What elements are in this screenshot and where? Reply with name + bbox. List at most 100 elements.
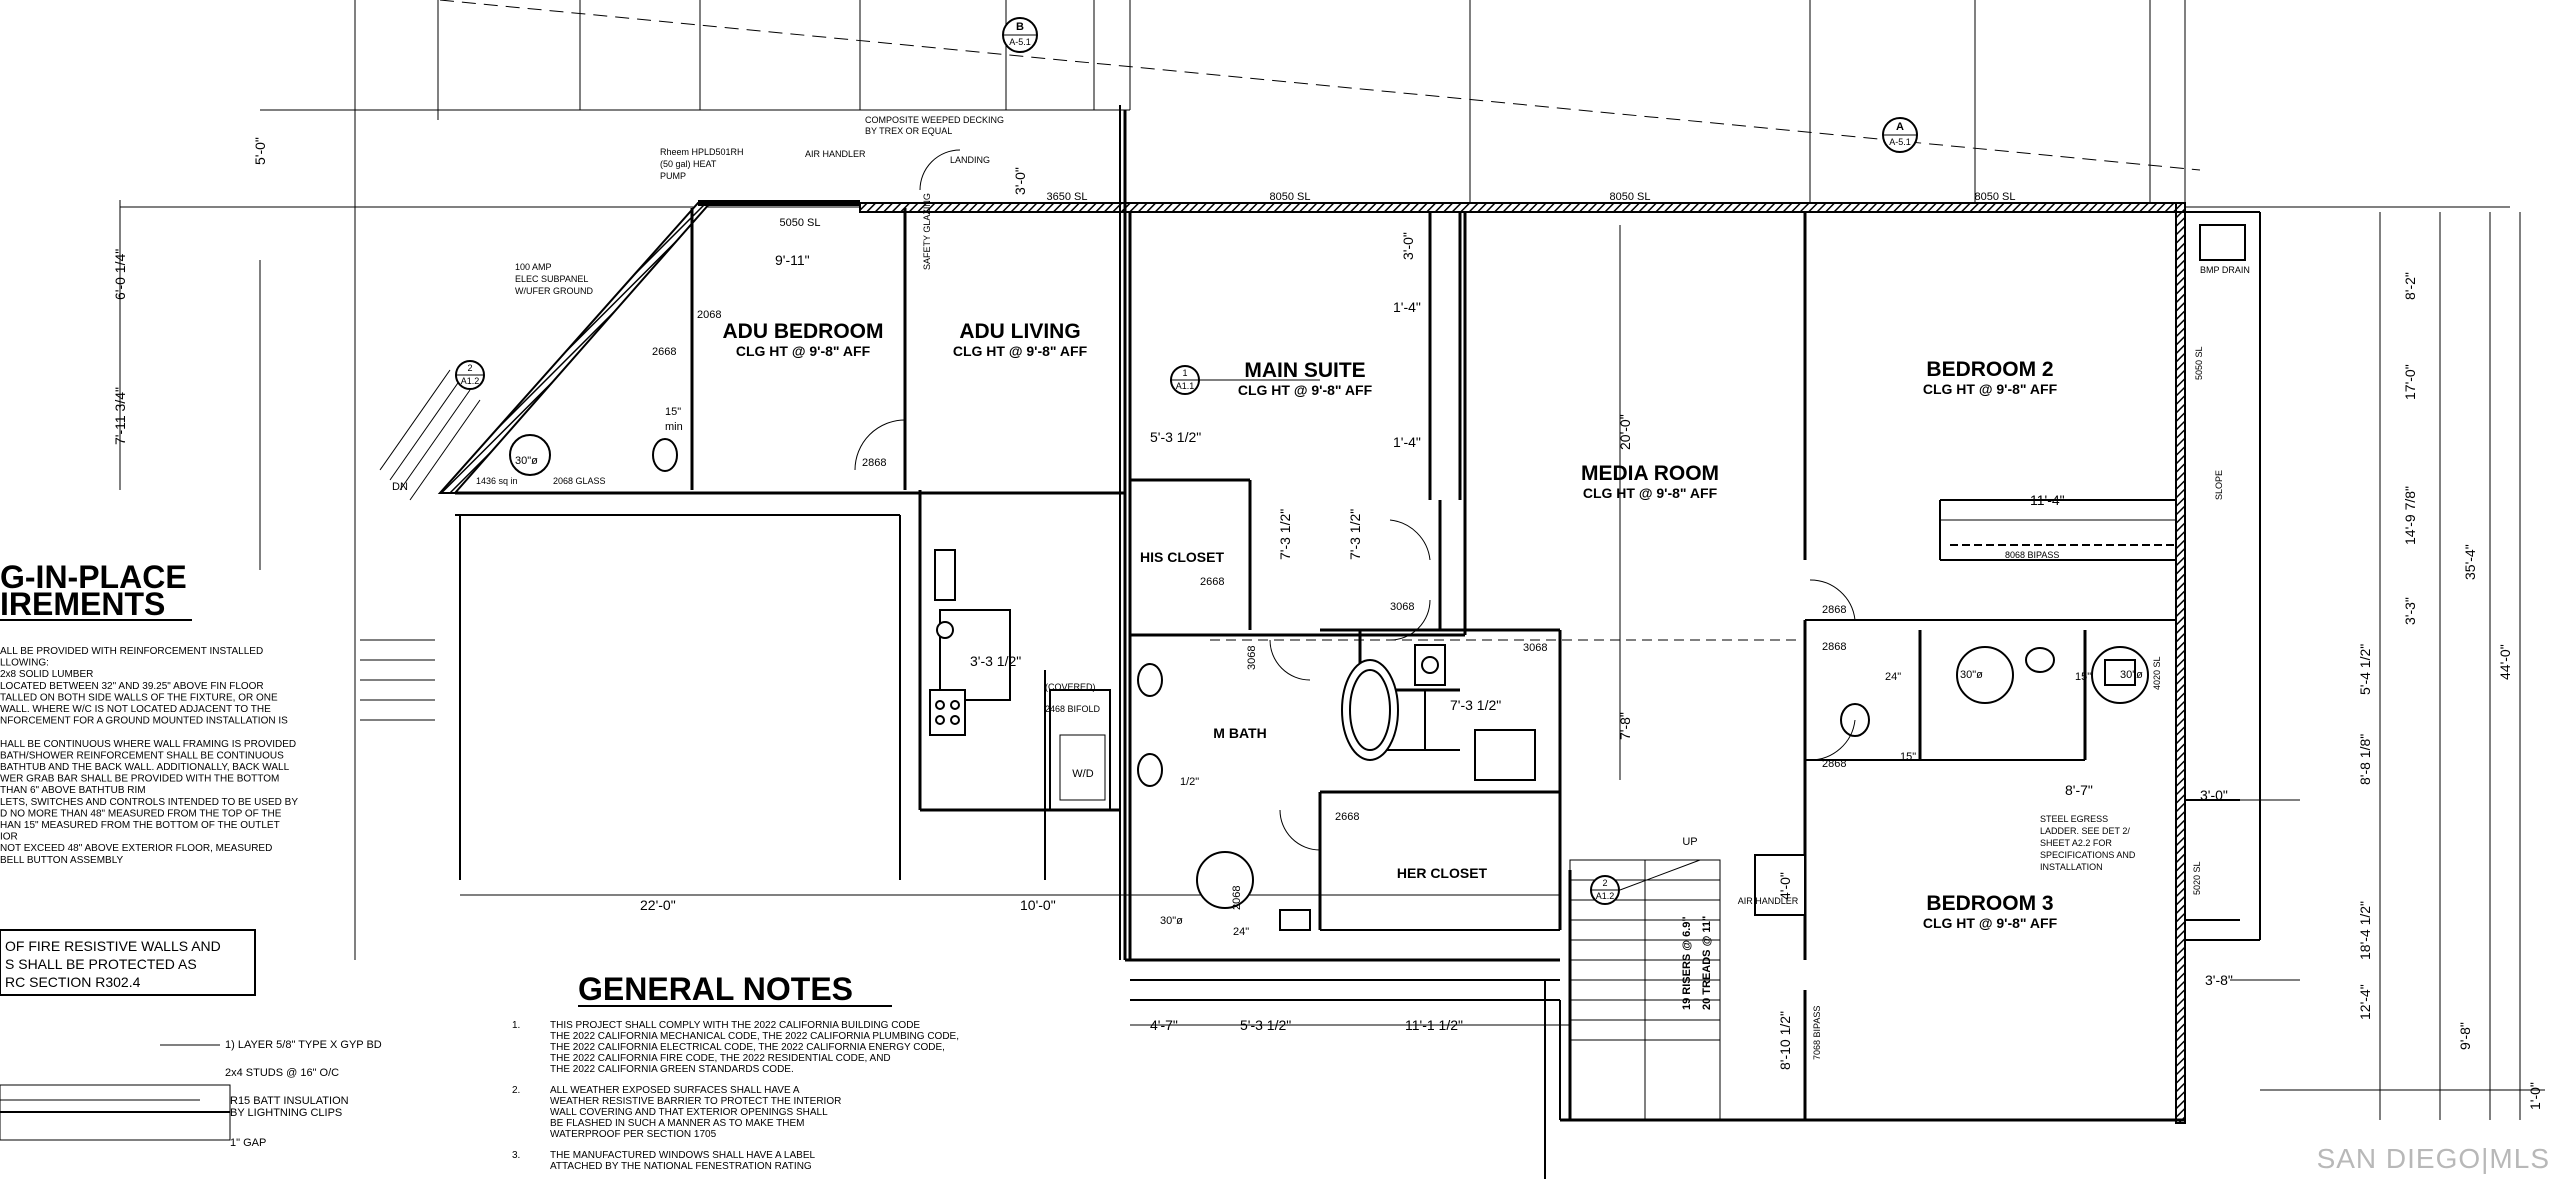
svg-text:A1.2: A1.2 xyxy=(1596,891,1615,901)
svg-text:A1.2: A1.2 xyxy=(461,376,480,386)
svg-text:8050 SL: 8050 SL xyxy=(1975,191,2016,203)
her-closet-label: HER CLOSET xyxy=(1397,865,1488,881)
room-adu-living: ADU LIVING xyxy=(959,320,1080,343)
svg-text:R15 BATT INSULATION: R15 BATT INSULATION xyxy=(230,1095,349,1107)
callout-text: B A-5.1 A A-5.1 1 A1.1 2 A1.2 2 A1.2 xyxy=(461,21,1911,901)
svg-text:2: 2 xyxy=(467,363,472,373)
svg-text:OF FIRE RESISTIVE WALLS AND: OF FIRE RESISTIVE WALLS AND xyxy=(5,938,221,954)
general-note-line: ATTACHED BY THE NATIONAL FENESTRATION RA… xyxy=(550,1161,812,1172)
svg-text:2068: 2068 xyxy=(1231,886,1243,910)
bmp-drain-label: BMP DRAIN xyxy=(2200,265,2250,275)
dimensions: 5'-0" 6'-0 1/4" 7'-11 3/4" 9'-11" 3'-0" … xyxy=(112,137,2543,1110)
svg-text:2068: 2068 xyxy=(697,309,721,321)
svg-text:5050 SL: 5050 SL xyxy=(2194,346,2204,380)
general-note-number: 2. xyxy=(512,1085,520,1096)
toilet-adu xyxy=(652,438,678,472)
sink-b xyxy=(1137,753,1163,787)
svg-text:A-5.1: A-5.1 xyxy=(1009,37,1031,47)
svg-text:17'-0": 17'-0" xyxy=(2402,364,2418,400)
general-note-line: WEATHER RESISTIVE BARRIER TO PROTECT THE… xyxy=(550,1096,841,1107)
shower-adu xyxy=(509,434,551,476)
room-bedroom-3-clg: CLG HT @ 9'-8" AFF xyxy=(1923,915,2058,931)
wd-label: W/D xyxy=(1072,768,1093,780)
general-note-line: WALL COVERING AND THAT EXTERIOR OPENINGS… xyxy=(550,1107,828,1118)
svg-text:SPECIFICATIONS AND: SPECIFICATIONS AND xyxy=(2040,850,2136,860)
callout-lines xyxy=(456,34,1917,891)
svg-text:7068 BIPASS: 7068 BIPASS xyxy=(1812,1006,1822,1060)
svg-text:19 RISERS @ 6.9": 19 RISERS @ 6.9" xyxy=(1681,916,1693,1010)
general-note-line: BE FLASHED IN SUCH A MANNER AS TO MAKE T… xyxy=(550,1118,805,1129)
svg-text:2068 GLASS: 2068 GLASS xyxy=(553,476,606,486)
svg-text:3068: 3068 xyxy=(1523,642,1547,654)
shower-a xyxy=(1196,851,1254,909)
svg-text:1'-4": 1'-4" xyxy=(1393,434,1421,450)
svg-text:3650 SL: 3650 SL xyxy=(1047,191,1088,203)
aging-note-line: WALL. WHERE W/C IS NOT LOCATED ADJACENT … xyxy=(0,704,271,715)
svg-text:7'-8": 7'-8" xyxy=(1617,712,1633,740)
svg-text:A: A xyxy=(1896,121,1904,133)
svg-text:8'-7": 8'-7" xyxy=(2065,782,2093,798)
svg-text:3068: 3068 xyxy=(1390,601,1414,613)
room-adu-bedroom-clg: CLG HT @ 9'-8" AFF xyxy=(736,343,871,359)
svg-text:2868: 2868 xyxy=(862,457,886,469)
svg-text:ELEC SUBPANEL: ELEC SUBPANEL xyxy=(515,274,588,284)
m-bath-label: M BATH xyxy=(1213,725,1266,741)
svg-text:PUMP: PUMP xyxy=(660,171,686,181)
svg-text:3'-0": 3'-0" xyxy=(2200,787,2228,803)
general-note-line: THE 2022 CALIFORNIA MECHANICAL CODE, THE… xyxy=(550,1031,959,1042)
room-media-room-clg: CLG HT @ 9'-8" AFF xyxy=(1583,485,1718,501)
svg-text:4'-7": 4'-7" xyxy=(1150,1017,1178,1033)
fixtures xyxy=(509,224,2246,931)
svg-text:2: 2 xyxy=(1602,878,1607,888)
svg-text:COMPOSITE WEEPED DECKING: COMPOSITE WEEPED DECKING xyxy=(865,115,1004,125)
svg-text:8'-8 1/8": 8'-8 1/8" xyxy=(2357,734,2373,785)
svg-text:14'-9 7/8": 14'-9 7/8" xyxy=(2402,486,2418,545)
svg-text:BY TREX OR EQUAL: BY TREX OR EQUAL xyxy=(865,126,952,136)
window-labels: 5050 SL 3650 SL 8050 SL 8050 SL 8050 SL … xyxy=(780,191,2204,895)
aging-note-line: HALL BE CONTINUOUS WHERE WALL FRAMING IS… xyxy=(0,739,296,750)
aging-note-line: BELL BUTTON ASSEMBLY xyxy=(0,855,124,866)
svg-text:20 TREADS @ 11": 20 TREADS @ 11" xyxy=(1701,916,1713,1010)
svg-text:Rheem HPLD501RH: Rheem HPLD501RH xyxy=(660,147,744,157)
left-panel xyxy=(0,929,256,1141)
general-note-line: THE 2022 CALIFORNIA GREEN STANDARDS CODE… xyxy=(550,1064,794,1075)
watermark: SAN DIEGO|MLS xyxy=(2317,1143,2550,1174)
aging-note-line: BATH/SHOWER REINFORCEMENT SHALL BE CONTI… xyxy=(0,750,284,761)
svg-text:A1.1: A1.1 xyxy=(1176,381,1195,391)
svg-text:B: B xyxy=(1016,21,1024,33)
svg-text:SHEET A2.2 FOR: SHEET A2.2 FOR xyxy=(2040,838,2112,848)
svg-text:30"ø: 30"ø xyxy=(515,455,538,467)
general-note-number: 1. xyxy=(512,1020,520,1031)
svg-text:7'-3 1/2": 7'-3 1/2" xyxy=(1347,509,1363,560)
aging-note-line: D NO MORE THAN 48" MEASURED FROM THE TOP… xyxy=(0,808,282,819)
wall-legend: 1) LAYER 5/8" TYPE X GYP BD 2x4 STUDS @ … xyxy=(160,1039,382,1149)
svg-text:S SHALL BE PROTECTED AS: S SHALL BE PROTECTED AS xyxy=(5,956,197,972)
aging-note-line: NFORCEMENT FOR A GROUND MOUNTED INSTALLA… xyxy=(0,716,288,727)
svg-text:5020 SL: 5020 SL xyxy=(2192,861,2202,895)
svg-text:STEEL EGRESS: STEEL EGRESS xyxy=(2040,814,2108,824)
svg-text:11'-1 1/2": 11'-1 1/2" xyxy=(1405,1017,1463,1033)
general-note-line: THIS PROJECT SHALL COMPLY WITH THE 2022 … xyxy=(550,1020,920,1031)
door-labels: 2068 2668 2868 2668 3068 3068 2868 2868 … xyxy=(652,309,1846,910)
general-note-line: THE 2022 CALIFORNIA ELECTRICAL CODE, THE… xyxy=(550,1042,945,1053)
room-bedroom-2: BEDROOM 2 xyxy=(1926,358,2053,381)
dn-label: DN xyxy=(392,481,408,493)
svg-text:5'-0": 5'-0" xyxy=(252,137,268,165)
svg-text:11'-4": 11'-4" xyxy=(2030,492,2065,508)
general-note-line: WATERPROOF PER SECTION 1705 xyxy=(550,1129,717,1140)
svg-text:LANDING: LANDING xyxy=(950,155,990,165)
annotations: COMPOSITE WEEPED DECKING BY TREX OR EQUA… xyxy=(476,115,2136,1060)
general-note-line: THE MANUFACTURED WINDOWS SHALL HAVE A LA… xyxy=(550,1150,815,1161)
svg-text:5050 SL: 5050 SL xyxy=(780,217,821,229)
aging-note-line: 2x8 SOLID LUMBER xyxy=(0,669,93,680)
room-main-suite-clg: CLG HT @ 9'-8" AFF xyxy=(1238,382,1373,398)
walls xyxy=(437,105,2261,1179)
room-media-room: MEDIA ROOM xyxy=(1581,462,1719,485)
aging-note-line: TALLED ON BOTH SIDE WALLS OF THE FIXTURE… xyxy=(0,692,278,703)
svg-text:BY LIGHTNING CLIPS: BY LIGHTNING CLIPS xyxy=(230,1107,342,1119)
space-labels: HIS CLOSET HER CLOSET M BATH AIR HANDLER… xyxy=(392,149,2250,906)
svg-text:8050 SL: 8050 SL xyxy=(1270,191,1311,203)
general-note-line: THE 2022 CALIFORNIA FIRE CODE, THE 2022 … xyxy=(550,1053,891,1064)
room-bedroom-3: BEDROOM 3 xyxy=(1926,892,2053,915)
svg-text:1) LAYER 5/8" TYPE X GYP BD: 1) LAYER 5/8" TYPE X GYP BD xyxy=(225,1039,382,1051)
